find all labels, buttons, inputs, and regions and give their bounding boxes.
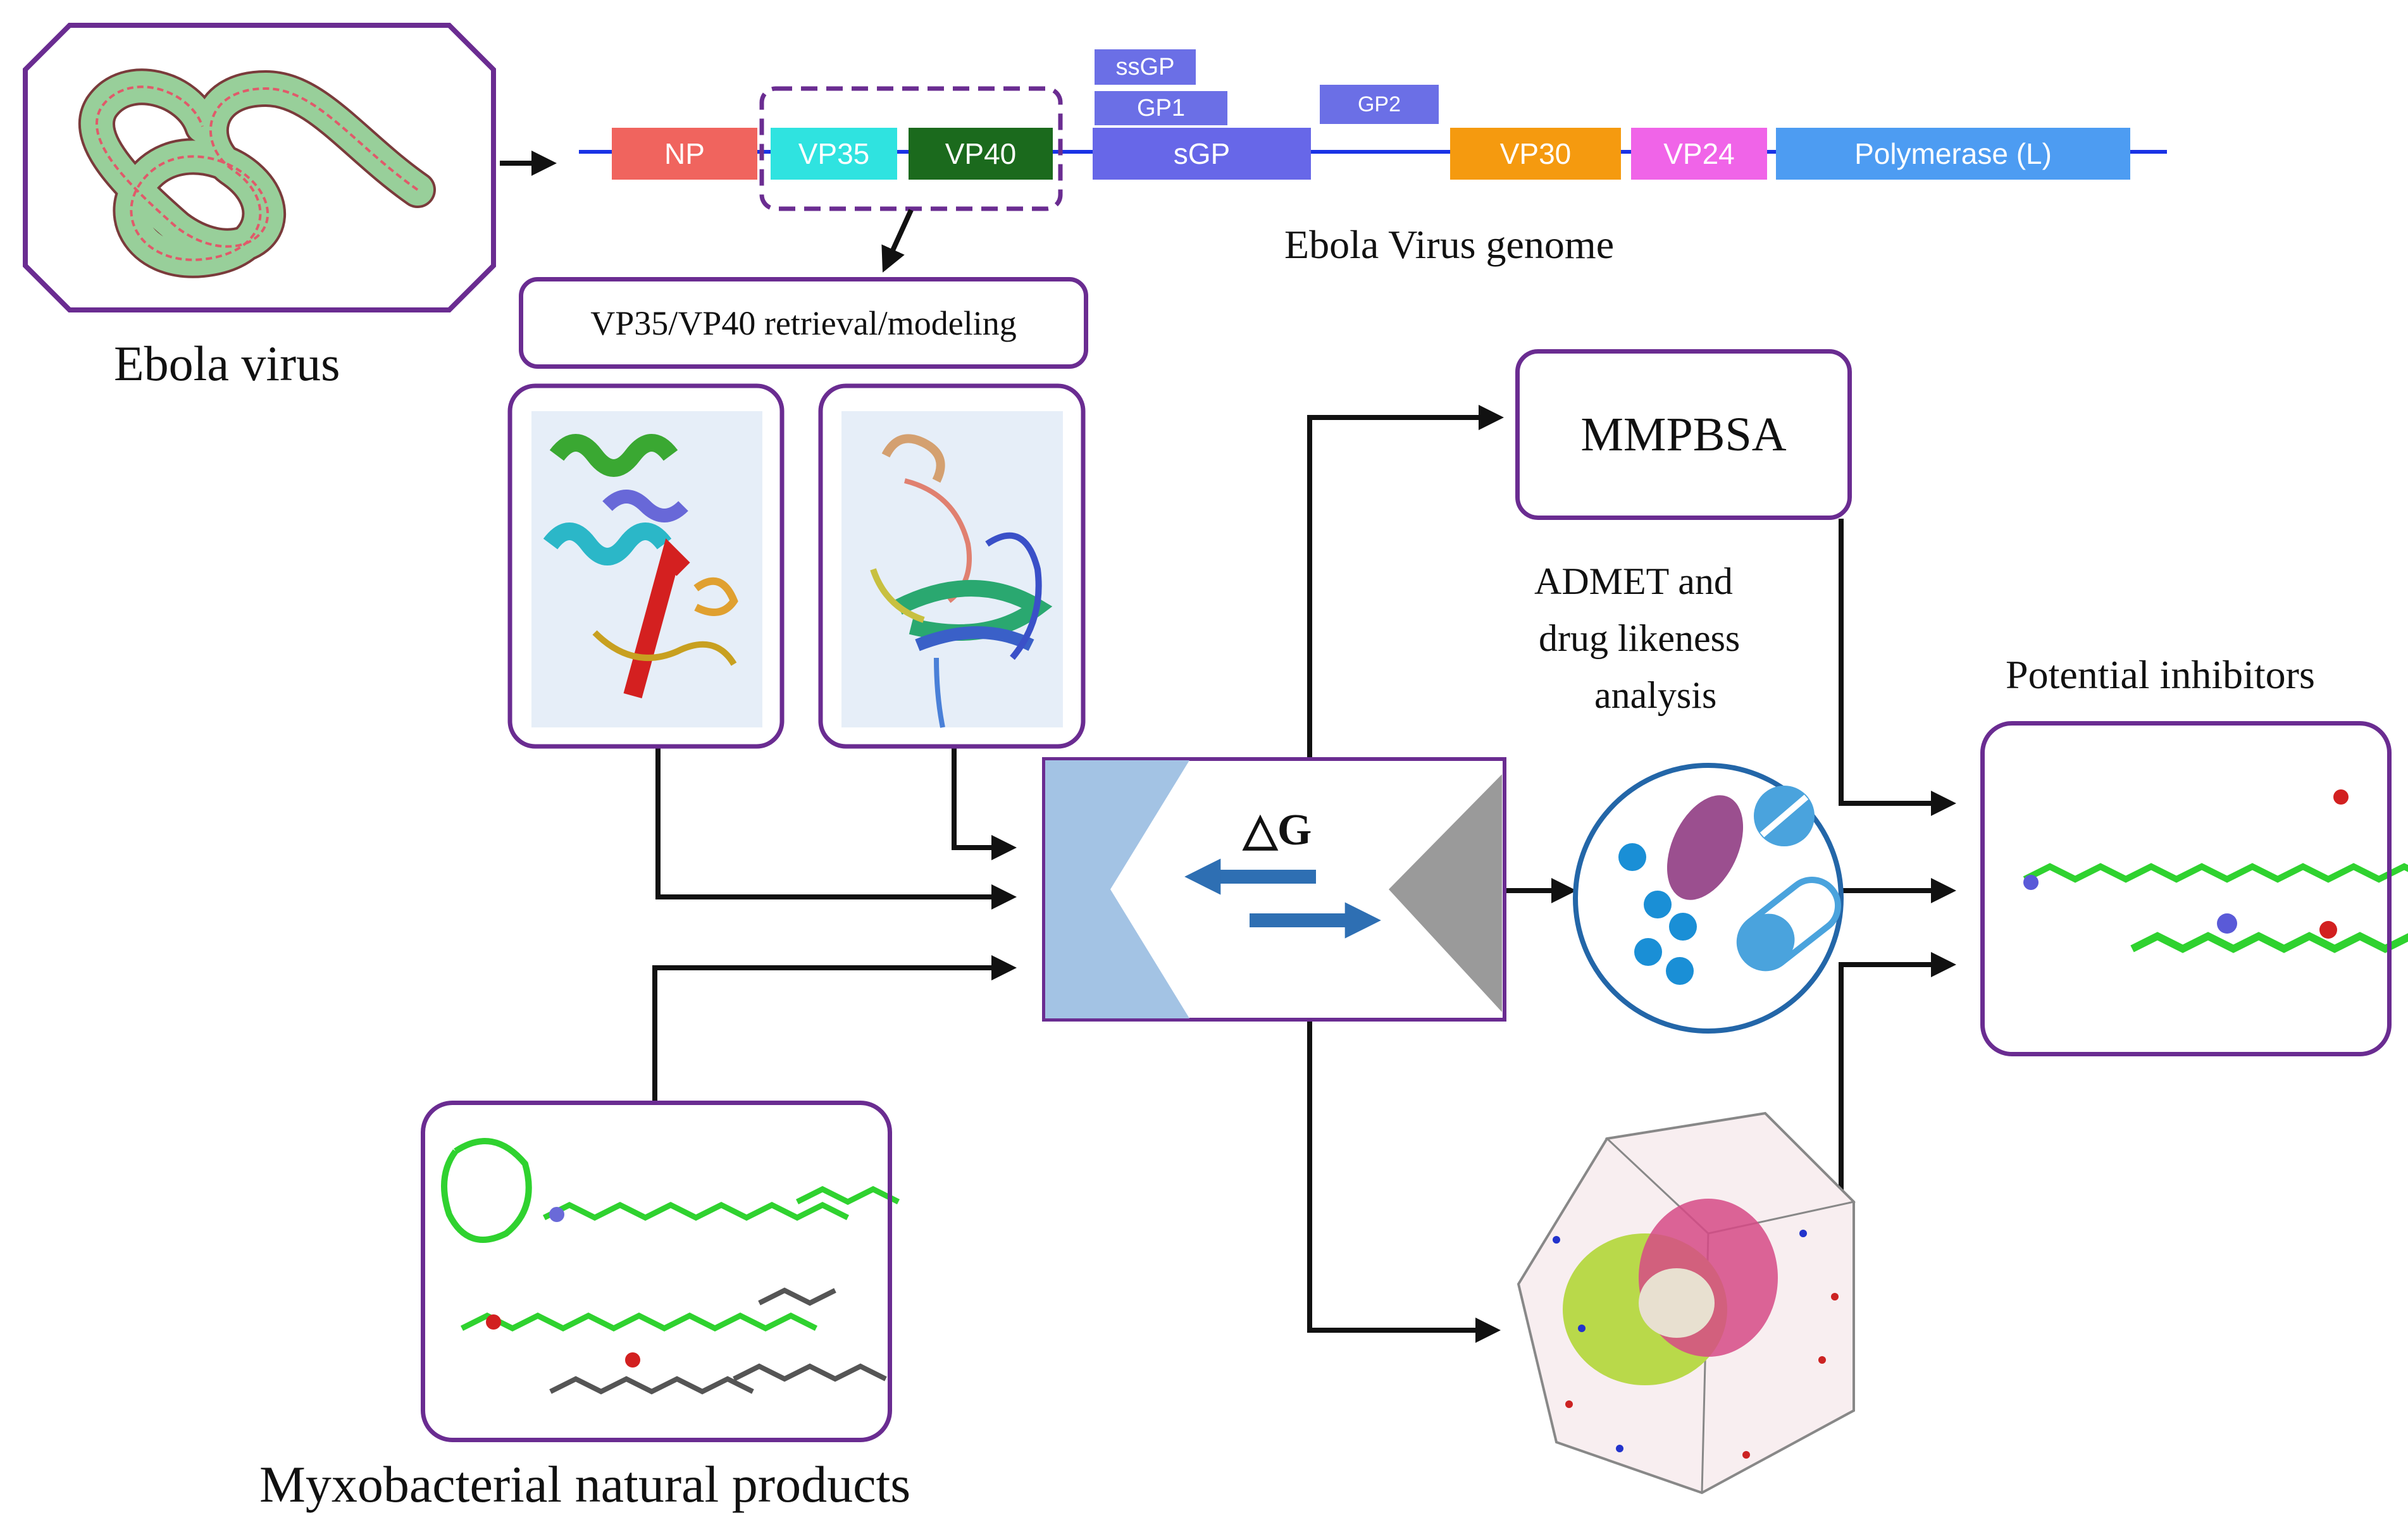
gene-vp24: VP24 xyxy=(1631,128,1767,180)
virus-caption: Ebola virus xyxy=(114,336,340,391)
ebola-virus-illustration xyxy=(78,68,436,278)
receptor-shape xyxy=(1045,760,1189,1018)
inhibitors-caption: Potential inhibitors xyxy=(2006,652,2315,697)
natural-product-molecules xyxy=(441,1138,900,1395)
natural-products-box xyxy=(421,1101,892,1442)
docking-panel xyxy=(1042,757,1506,1022)
gene-polymerase: Polymerase (L) xyxy=(1776,128,2130,180)
inhibitor-molecules xyxy=(2023,789,2408,953)
vp40-structure xyxy=(818,383,1086,749)
admet-label-line2: drug likeness xyxy=(1539,617,1741,659)
gene-vp30: VP30 xyxy=(1450,128,1621,180)
gene-np: NP xyxy=(612,128,757,180)
ligand-shape xyxy=(1389,774,1502,1012)
mmpbsa-label: MMPBSA xyxy=(1580,407,1787,461)
admet-label-line1: ADMET and xyxy=(1534,560,1733,602)
genome-caption: Ebola Virus genome xyxy=(1284,222,1615,267)
admet-label-line3: analysis xyxy=(1594,674,1717,716)
gene-vp35: VP35 xyxy=(771,128,897,180)
vp35-vp40-selection xyxy=(759,86,1063,211)
product-gp1: GP1 xyxy=(1095,91,1227,125)
product-gp2: GP2 xyxy=(1320,85,1439,124)
vp35-structure xyxy=(507,383,785,749)
natural-products-caption: Myxobacterial natural products xyxy=(259,1455,911,1513)
modeling-label-box: VP35/VP40 retrieval/modeling xyxy=(519,277,1088,369)
gene-sgp: sGP xyxy=(1093,128,1311,180)
inhibitors-box xyxy=(1980,721,2392,1056)
gene-vp40: VP40 xyxy=(909,128,1053,180)
docking-delta-g: △G xyxy=(1243,806,1312,855)
admet-illustration xyxy=(1573,763,1844,1034)
md-simulation-illustration xyxy=(1517,1111,1856,1495)
mmpbsa-box: MMPBSA xyxy=(1515,349,1852,520)
modeling-label: VP35/VP40 retrieval/modeling xyxy=(590,304,1017,342)
product-ssgp: ssGP xyxy=(1095,49,1196,85)
